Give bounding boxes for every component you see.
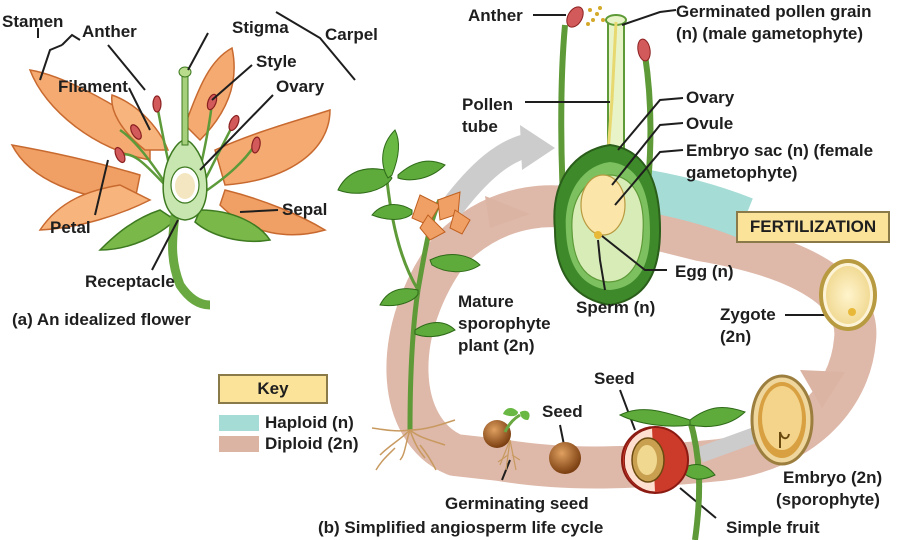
label-germinating-seed: Germinating seed xyxy=(445,494,589,513)
zygote-illustration xyxy=(819,259,877,331)
label-embryo-sac-1: Embryo sac (n) (female xyxy=(686,141,874,160)
fertilization-badge: FERTILIZATION xyxy=(736,211,890,243)
embryo-seed-illustration xyxy=(750,374,814,466)
caption-a: (a) An idealized flower xyxy=(12,310,191,329)
label-pollen-tube-2: tube xyxy=(462,117,498,136)
label-stamen: Stamen xyxy=(2,12,64,31)
label-sperm: Sperm (n) xyxy=(576,298,656,317)
label-anther: Anther xyxy=(82,22,137,41)
label-mature-1: Mature xyxy=(458,292,514,311)
label-simple-fruit: Simple fruit xyxy=(726,518,820,537)
label-filament: Filament xyxy=(58,77,128,96)
label-receptacle: Receptacle xyxy=(85,272,175,291)
label-ovule: Ovule xyxy=(686,114,734,133)
label-petal: Petal xyxy=(50,218,91,237)
label-ovary-cycle: Ovary xyxy=(686,88,735,107)
label-seed-mid: Seed xyxy=(542,402,583,421)
label-sepal: Sepal xyxy=(282,200,328,219)
label-ovary: Ovary xyxy=(276,77,325,96)
label-germinated-pollen-1: Germinated pollen grain xyxy=(676,2,872,21)
label-egg: Egg (n) xyxy=(675,262,734,281)
label-anther-cycle: Anther xyxy=(468,6,523,25)
haploid-swatch xyxy=(219,415,259,431)
label-stigma: Stigma xyxy=(232,18,289,37)
diploid-swatch xyxy=(219,436,259,452)
key-haploid-label: Haploid (n) xyxy=(265,413,354,432)
label-embryo-sac-2: gametophyte) xyxy=(686,163,798,182)
label-embryo-2: (sporophyte) xyxy=(776,490,880,509)
label-germinated-pollen-2: (n) (male gametophyte) xyxy=(676,24,864,43)
flower-leaders xyxy=(37,11,356,271)
label-zygote-2: (2n) xyxy=(720,327,752,346)
label-seed-top: Seed xyxy=(594,369,635,388)
label-mature-2: sporophyte xyxy=(458,314,551,333)
mature-sporophyte-plant xyxy=(337,129,481,471)
label-pollen-tube-1: Pollen xyxy=(462,95,514,114)
idealized-flower xyxy=(10,46,331,310)
label-mature-3: plant (2n) xyxy=(458,336,535,355)
key-diploid-label: Diploid (2n) xyxy=(265,434,359,453)
pollination-ovary-detail xyxy=(553,6,662,307)
label-embryo-1: Embryo (2n) xyxy=(783,468,883,487)
label-zygote-1: Zygote xyxy=(720,305,776,324)
label-style: Style xyxy=(256,52,297,71)
key-title: Key xyxy=(218,374,328,404)
simple-fruit-illustration xyxy=(618,407,746,540)
label-carpel: Carpel xyxy=(325,25,378,44)
seed-illustrations xyxy=(483,407,581,474)
caption-b: (b) Simplified angiosperm life cycle xyxy=(318,518,604,537)
